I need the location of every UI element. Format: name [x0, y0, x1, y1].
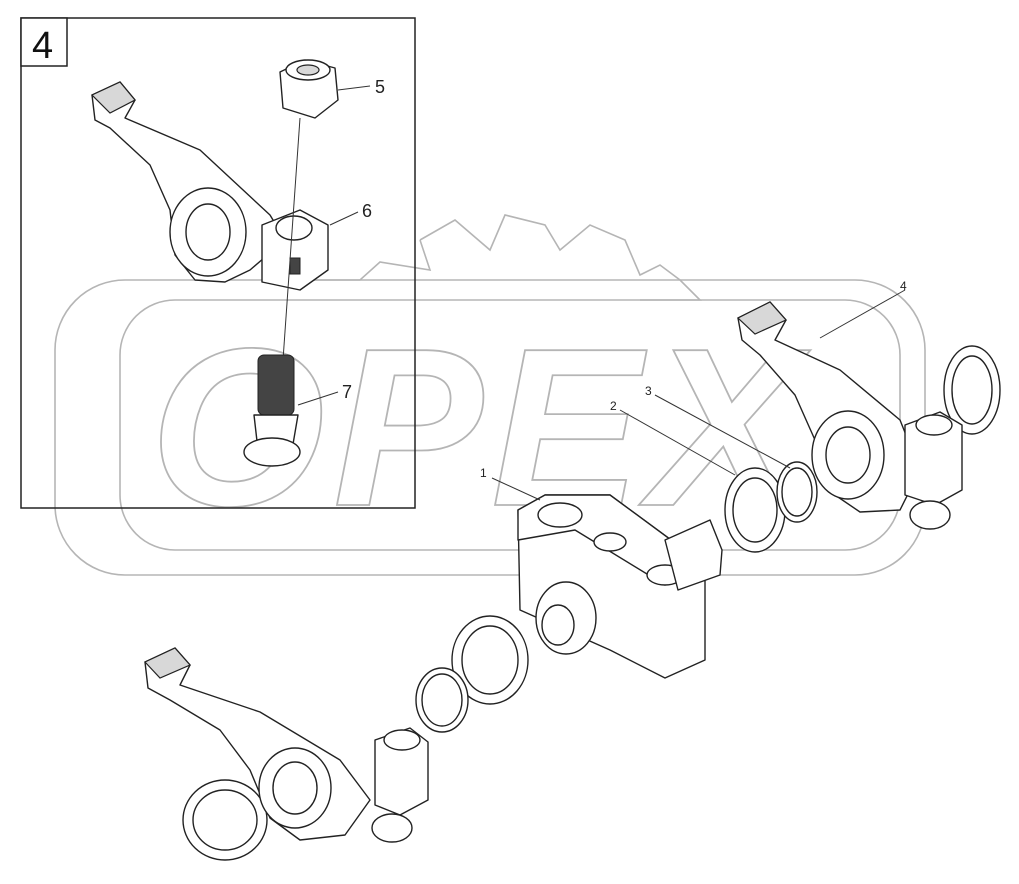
inset-number-box — [20, 17, 68, 67]
callout-3: 3 — [645, 384, 652, 398]
rocker-arm-right — [736, 301, 963, 530]
washer-bottom-left-hole — [192, 789, 258, 851]
inset-detail: 4 5 6 7 — [20, 17, 416, 509]
callout-1: 1 — [480, 466, 487, 480]
callout-5: 5 — [375, 77, 385, 97]
callout-4: 4 — [900, 279, 907, 293]
circlip-left-inner — [421, 673, 463, 727]
callout-7: 7 — [342, 382, 352, 402]
inset-frame — [20, 17, 416, 509]
rocker-shaft-bracket — [517, 494, 723, 679]
callout-2: 2 — [610, 399, 617, 413]
washer-right-1-hole — [732, 477, 778, 543]
inset-nut — [279, 59, 339, 119]
washer-left-1-hole — [461, 625, 519, 695]
inset-rocker-arm — [90, 81, 329, 291]
watermark-gear — [300, 214, 702, 301]
rocker-arm-left — [143, 647, 429, 843]
callout-6: 6 — [362, 201, 372, 221]
washer-far-right-hole — [951, 355, 993, 425]
watermark-brand: OPEX — [150, 301, 811, 553]
circlip-right-inner — [781, 467, 813, 517]
inset-number: 4 — [32, 25, 53, 67]
inset-adjusting-screw — [243, 117, 301, 467]
